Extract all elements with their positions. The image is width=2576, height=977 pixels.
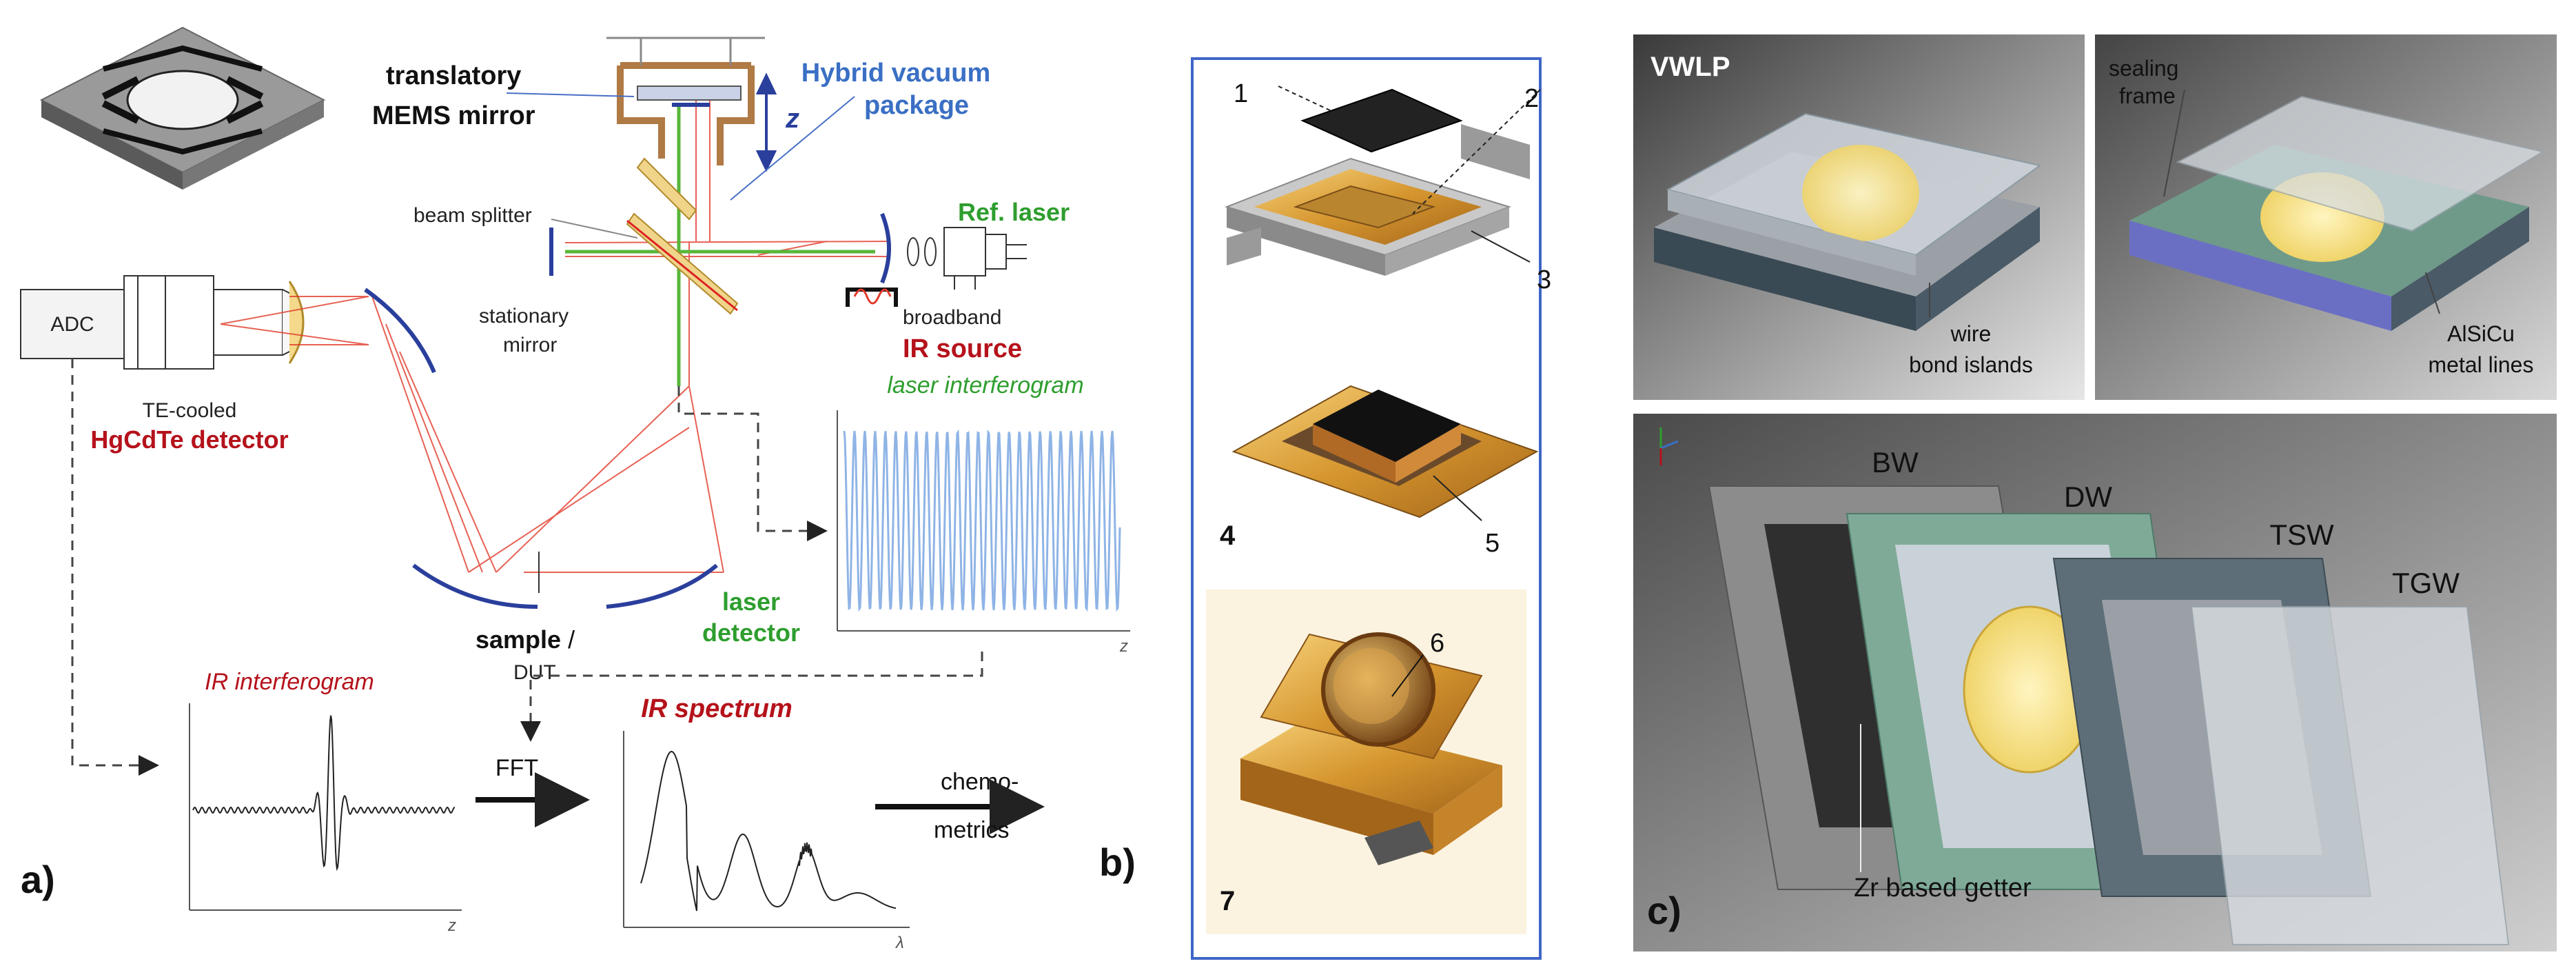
mems-mirror-plate xyxy=(637,85,742,101)
z-axis-label: z xyxy=(785,103,799,134)
dw-label: DW xyxy=(2064,481,2112,513)
translatory-label: translatory xyxy=(386,61,521,90)
dut-label: DUT xyxy=(513,661,556,684)
label-4: 4 xyxy=(1220,521,1236,551)
ir-interferogram-plot: IR interferogram z xyxy=(189,669,462,935)
gold-housing-image xyxy=(1206,590,1526,934)
bond-islands-label: bond islands xyxy=(1909,352,2033,377)
ir-spectrum-title: IR spectrum xyxy=(641,694,793,723)
beam-splitter xyxy=(626,212,739,315)
panel-a-letter: a) xyxy=(21,858,55,901)
mems-chip-image xyxy=(39,26,326,190)
panel-a: ADC xyxy=(20,26,1130,952)
ir-source-label: IR source xyxy=(903,334,1022,363)
fft-label: FFT xyxy=(495,755,538,781)
laser-det-label-1: laser xyxy=(722,587,780,616)
panel-c: VWLP wire bond islands sealing frame AlS… xyxy=(1633,34,2557,951)
laser-interferogram-z: z xyxy=(1119,637,1128,656)
package-label: package xyxy=(864,91,969,120)
ir-interferogram-z: z xyxy=(447,916,456,935)
broadband-label: broadband xyxy=(903,306,1001,329)
label-1: 1 xyxy=(1234,79,1248,108)
panel-b: b) 1 2 3 4 5 xyxy=(1099,57,1551,960)
panel-b-letter: b) xyxy=(1099,840,1136,884)
chemo-label: chemo- xyxy=(941,769,1019,795)
beam-splitter-label: beam splitter xyxy=(413,204,532,227)
hybrid-vacuum-package xyxy=(617,62,755,165)
ref-laser-label: Ref. laser xyxy=(958,198,1070,226)
mirror-label: mirror xyxy=(503,334,557,356)
laser-beam-path xyxy=(565,103,875,386)
adc-box xyxy=(20,289,125,359)
ir-source-device xyxy=(846,288,898,307)
assembled-package-image xyxy=(1231,385,1539,518)
label-7: 7 xyxy=(1220,886,1235,916)
mems-mirror-label: MEMS mirror xyxy=(372,101,535,130)
getter-label: Zr based getter xyxy=(1854,874,2032,903)
wafer-stack-render xyxy=(1708,485,2510,945)
stationary-label: stationary xyxy=(479,305,569,328)
bw-label: BW xyxy=(1872,446,1919,479)
metal-lines-label: metal lines xyxy=(2429,352,2534,377)
sealing-render xyxy=(2129,95,2545,331)
beam-splitter-line xyxy=(626,219,738,312)
tsw-label: TSW xyxy=(2269,518,2334,551)
signal-paths xyxy=(71,359,983,776)
ref-laser-device xyxy=(907,227,1027,290)
focusing-mirrors xyxy=(364,212,891,609)
vwlp-label: VWLP xyxy=(1650,52,1730,82)
label-6: 6 xyxy=(1430,629,1444,658)
ir-interferogram-title: IR interferogram xyxy=(205,669,374,695)
sealing-label: sealing xyxy=(2109,56,2178,81)
wire-label: wire xyxy=(1950,321,1992,346)
label-3: 3 xyxy=(1537,265,1551,294)
alsicu-label: AlSiCu xyxy=(2447,321,2515,346)
hybrid-vacuum-label: Hybrid vacuum xyxy=(801,59,991,88)
laser-interferogram-title: laser interferogram xyxy=(887,372,1083,399)
label-5: 5 xyxy=(1485,529,1500,558)
metrics-label: metrics xyxy=(934,817,1010,843)
z-axis-arrow xyxy=(755,72,777,172)
hgcdte-label: HgCdTe detector xyxy=(90,425,288,454)
adc-label: ADC xyxy=(50,313,94,336)
ir-spectrum-plot: IR spectrum λ xyxy=(623,694,910,952)
tgw-label: TGW xyxy=(2392,567,2460,599)
vwlp-render xyxy=(1654,112,2042,331)
hgcdte-detector-image xyxy=(123,275,305,370)
sample-label: sample / xyxy=(476,625,575,654)
frame-label: frame xyxy=(2119,83,2176,108)
panel-c-letter: c) xyxy=(1647,889,1681,932)
exploded-assembly-image xyxy=(1224,88,1530,276)
laser-det-label-2: detector xyxy=(702,618,800,647)
te-cooled-label: TE-cooled xyxy=(143,399,237,422)
coordinate-triad xyxy=(1659,427,1679,465)
laser-interferogram-plot: laser interferogram z xyxy=(837,372,1130,656)
label-2: 2 xyxy=(1524,84,1539,113)
compensator xyxy=(636,157,697,221)
ir-beam-paths xyxy=(220,90,890,573)
ir-spectrum-lambda: λ xyxy=(895,934,904,952)
